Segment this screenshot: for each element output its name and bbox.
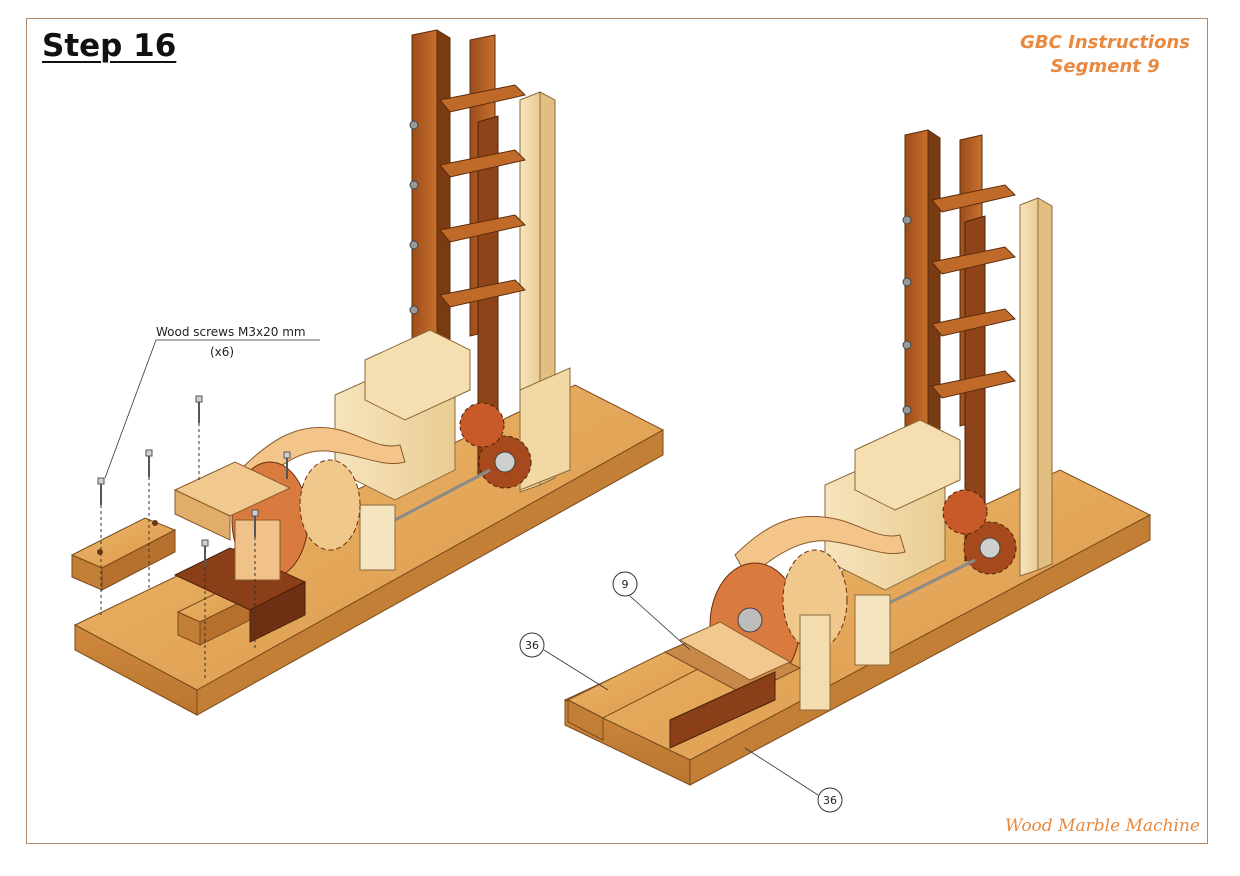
carriage-blocks-right (824, 419, 961, 591)
callout-36-top: 36 (519, 632, 609, 691)
footer-brand: Wood Marble Machine (1005, 816, 1200, 836)
document-title: GBC Instructions Segment 9 (1020, 31, 1190, 79)
screw-icon (145, 449, 153, 477)
right-assembly: 9 36 36 (519, 129, 1152, 813)
mounted-blocks-right (566, 621, 802, 749)
bearing-block-right (854, 594, 891, 666)
step-title: Step 16 (42, 28, 177, 64)
screw-leader-line (104, 339, 320, 479)
tower-nuts-right (902, 215, 912, 415)
screw-icon (97, 477, 105, 505)
lift-steps-left (439, 84, 526, 308)
drive-gear-right (942, 489, 1017, 575)
screws-label: Wood screws M3x20 mm (156, 325, 306, 339)
axle-left (394, 468, 491, 522)
crank-arm-left (239, 426, 406, 491)
wood-screws (97, 395, 291, 567)
loose-block-a (70, 517, 177, 591)
carriage-blocks-left (334, 329, 571, 501)
drawing-frame (26, 18, 1208, 844)
bearing-block-left (359, 504, 396, 571)
crank-arm-right (734, 515, 906, 579)
callout-36-bottom: 36 (744, 747, 843, 813)
svg-text:9: 9 (622, 578, 629, 591)
svg-text:36: 36 (823, 794, 837, 807)
title-line-2: Segment 9 (1050, 56, 1160, 77)
screw-icon (195, 395, 203, 423)
title-line-1: GBC Instructions (1020, 32, 1190, 53)
screw-icon (201, 539, 209, 567)
lift-steps-right (931, 184, 1016, 399)
wheel-bracket-left (234, 519, 281, 581)
left-assembly: Wood screws M3x20 mm (x6) (70, 29, 665, 716)
loose-block-c (173, 461, 292, 541)
screw-icon (251, 509, 259, 537)
screw-icon (283, 451, 291, 479)
wheel-bracket-right (799, 614, 831, 711)
screws-quantity: (x6) (210, 345, 234, 359)
svg-text:36: 36 (525, 639, 539, 652)
marble-lift-tower-right (902, 129, 1053, 577)
callout-9: 9 (612, 571, 691, 651)
axle-right (884, 558, 976, 607)
insertion-lines (100, 423, 256, 680)
drive-gear-left (459, 402, 532, 489)
tower-nuts-left (409, 120, 419, 315)
